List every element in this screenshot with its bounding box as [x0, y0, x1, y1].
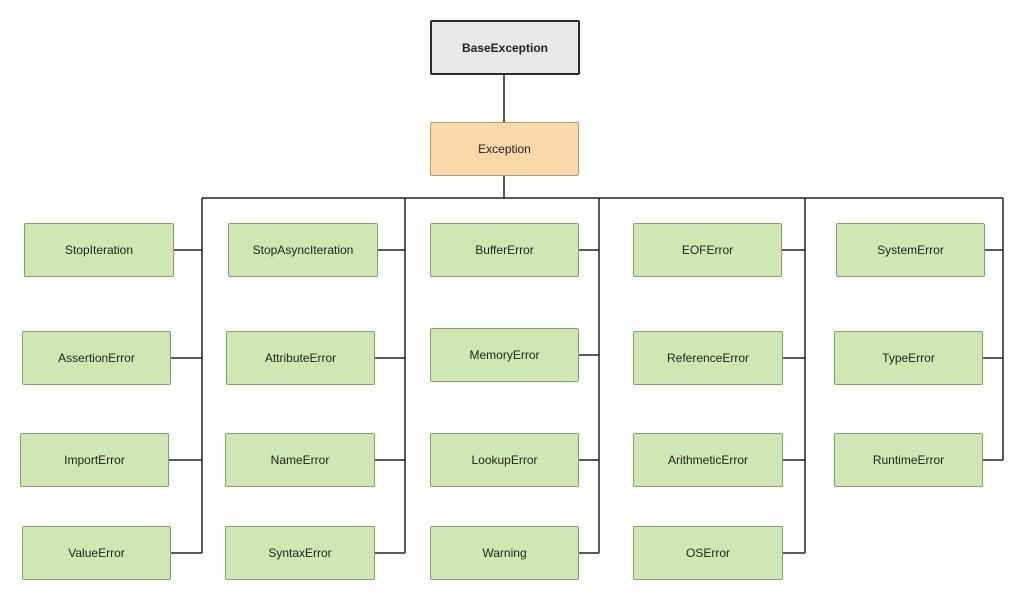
node-runtimeerror: RuntimeError	[834, 433, 983, 487]
node-label: AttributeError	[264, 351, 337, 365]
node-label: OSError	[685, 546, 730, 560]
node-label: StopAsyncIteration	[252, 243, 354, 257]
node-buffererror: BufferError	[430, 223, 579, 277]
node-label: EOFError	[681, 243, 734, 257]
node-label: MemoryError	[469, 348, 540, 362]
node-syntaxerror: SyntaxError	[225, 526, 375, 580]
node-label: AssertionError	[58, 351, 135, 365]
node-label: ValueError	[68, 546, 125, 560]
node-label: Warning	[482, 546, 527, 560]
node-exception: Exception	[430, 122, 579, 176]
node-valueerror: ValueError	[22, 526, 171, 580]
node-warning: Warning	[430, 526, 579, 580]
node-label: Exception	[478, 142, 531, 156]
node-label: BaseException	[461, 40, 549, 55]
node-eoferror: EOFError	[633, 223, 782, 277]
node-label: SystemError	[877, 243, 944, 257]
node-baseexception: BaseException	[430, 20, 580, 75]
node-label: LookupError	[471, 453, 538, 467]
node-memoryerror: MemoryError	[430, 328, 579, 382]
node-label: BufferError	[475, 243, 534, 257]
node-arithmeticerror: ArithmeticError	[633, 433, 783, 487]
node-assertionerror: AssertionError	[22, 331, 171, 385]
node-label: StopIteration	[64, 243, 134, 257]
node-label: ArithmeticError	[667, 453, 748, 467]
node-label: TypeError	[882, 351, 935, 365]
node-oserror: OSError	[633, 526, 783, 580]
node-typeerror: TypeError	[834, 331, 983, 385]
node-attributeerror: AttributeError	[226, 331, 375, 385]
node-lookuperror: LookupError	[430, 433, 579, 487]
node-nameerror: NameError	[225, 433, 375, 487]
node-systemerror: SystemError	[836, 223, 985, 277]
node-label: ImportError	[64, 453, 125, 467]
node-referenceerror: ReferenceError	[633, 331, 783, 385]
node-importerror: ImportError	[20, 433, 169, 487]
node-label: ReferenceError	[666, 351, 750, 365]
node-label: NameError	[270, 453, 330, 467]
node-stopiteration: StopIteration	[24, 223, 174, 277]
node-label: SyntaxError	[268, 546, 332, 560]
node-stopasynciteration: StopAsyncIteration	[228, 223, 378, 277]
node-label: RuntimeError	[872, 453, 945, 467]
